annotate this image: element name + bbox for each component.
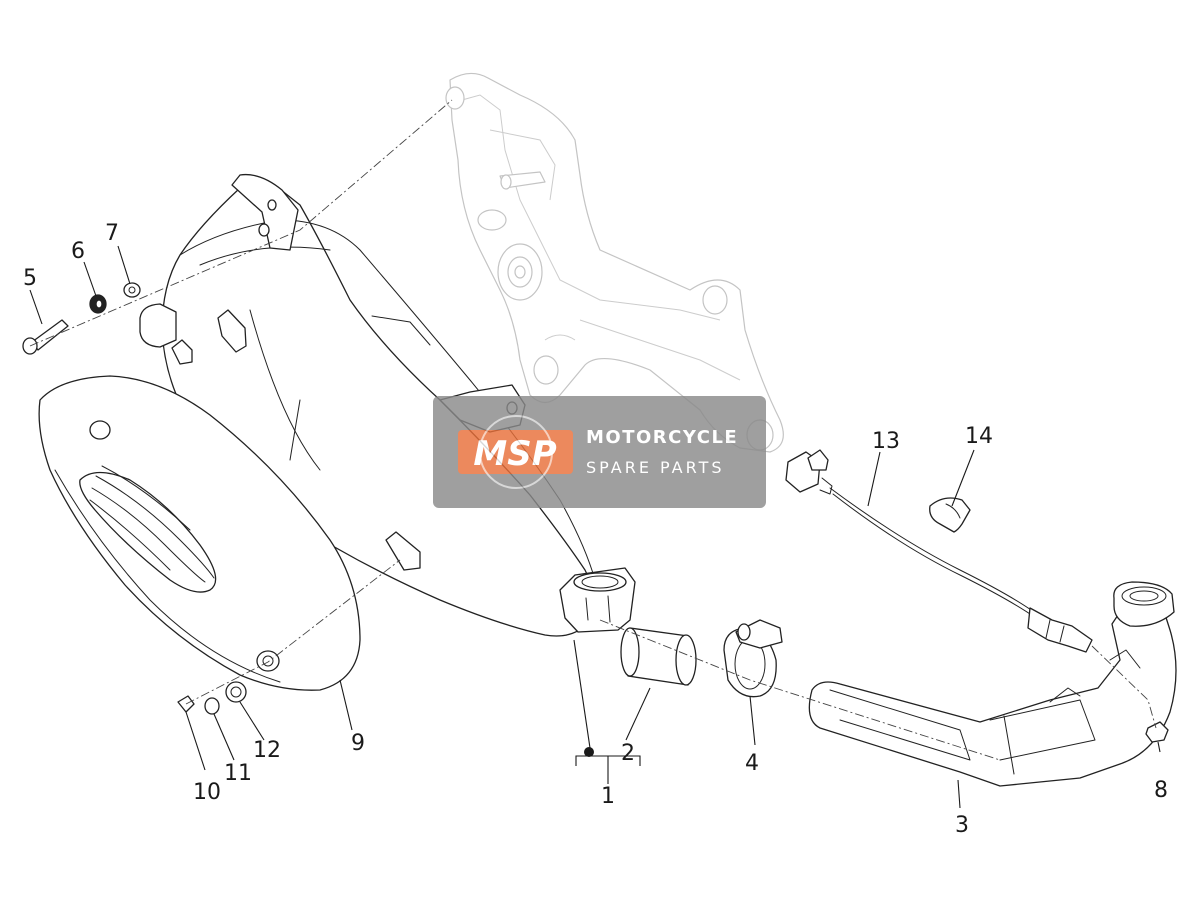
watermark-logo-badge: [458, 430, 573, 474]
washer-7[interactable]: [123, 282, 141, 298]
screw-5[interactable]: [22, 319, 69, 355]
washer-6[interactable]: [89, 294, 107, 314]
callout-12[interactable]: 12: [253, 738, 281, 763]
muffler-body[interactable]: [139, 173, 636, 637]
callout-6[interactable]: 6: [71, 239, 85, 264]
gasket[interactable]: [620, 627, 697, 686]
callout-13[interactable]: 13: [872, 429, 900, 454]
watermark-logo-text: MSP: [473, 434, 556, 474]
callout-2[interactable]: 2: [621, 741, 635, 766]
callout-14[interactable]: 14: [965, 424, 993, 449]
callout-5[interactable]: 5: [23, 266, 37, 291]
callout-3[interactable]: 3: [955, 813, 969, 838]
callout-8[interactable]: 8: [1154, 778, 1168, 803]
callout-labels: 1 2 3 4 5 6 7 8 9 10 11 12 13 14: [23, 221, 1168, 838]
watermark: MSP MOTORCYCLE SPARE PARTS: [433, 396, 766, 508]
clamp[interactable]: [723, 619, 783, 698]
nut-8[interactable]: [1145, 721, 1169, 743]
watermark-line-2: SPARE PARTS: [586, 458, 725, 477]
lambda-sensor[interactable]: [785, 449, 1093, 653]
cable-clip[interactable]: [929, 497, 971, 533]
watermark-panel: [433, 396, 766, 508]
watermark-logo-ring: [479, 415, 553, 489]
assembly-lines: [29, 99, 1157, 761]
leader-lines: [29, 245, 1161, 809]
callout-11[interactable]: 11: [224, 761, 252, 786]
heat-shield[interactable]: [38, 375, 361, 691]
callout-10[interactable]: 10: [193, 780, 221, 805]
callout-9[interactable]: 9: [351, 731, 365, 756]
exhaust-manifold[interactable]: [808, 581, 1177, 787]
engine-bracket-ghost: [445, 72, 784, 453]
callout-7[interactable]: 7: [105, 221, 119, 246]
bullet-marker: [584, 747, 594, 757]
watermark-line-1: MOTORCYCLE: [586, 427, 738, 448]
washer-11[interactable]: [204, 697, 220, 715]
callout-1[interactable]: 1: [601, 784, 615, 809]
callout-4[interactable]: 4: [745, 751, 759, 776]
grommet-12[interactable]: [225, 681, 247, 703]
